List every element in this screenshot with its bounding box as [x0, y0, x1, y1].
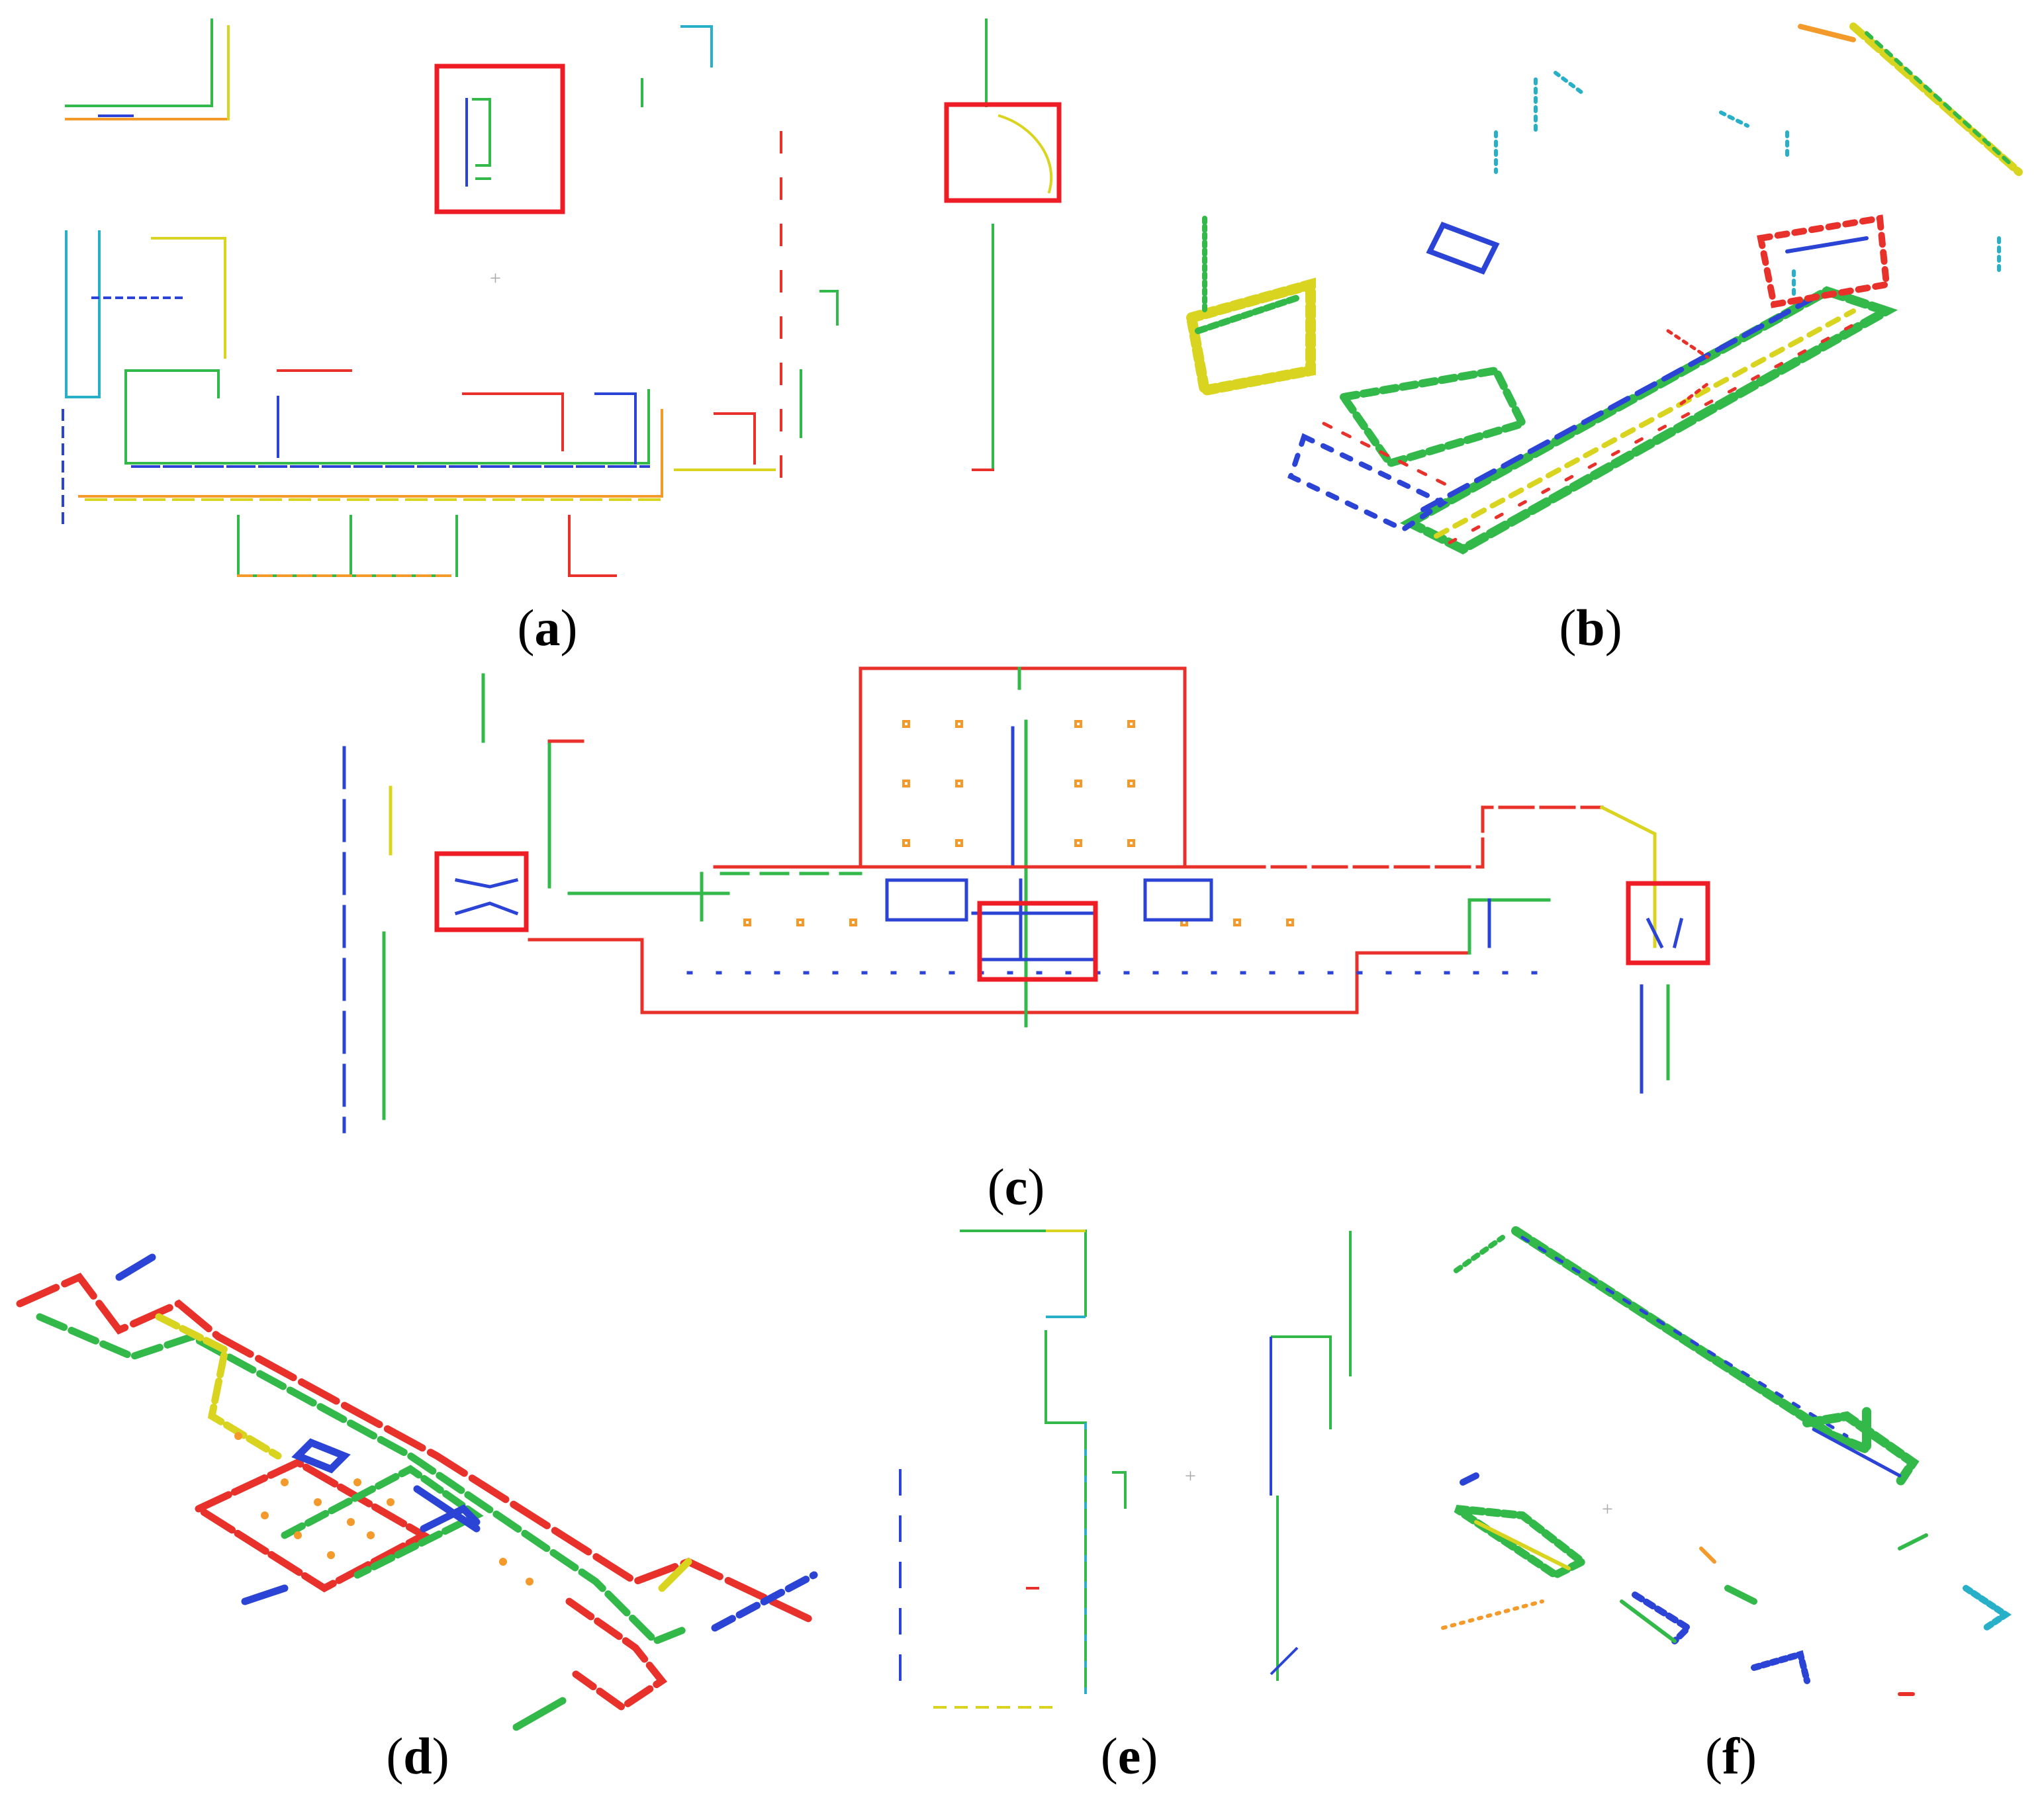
panel-b	[1125, 0, 2044, 596]
panel-b-point-cloud	[1185, 22, 2023, 555]
panel-c-highlight-box-3	[1626, 881, 1710, 965]
panel-a-highlight-box-2	[944, 102, 1062, 203]
panel-d-point-cloud	[16, 1253, 818, 1731]
panel-f-origin-mark: +	[1602, 1498, 1613, 1520]
panel-e-point-cloud: +	[899, 1230, 1352, 1709]
panel-c-highlight-box-2	[977, 901, 1098, 982]
panel-e-origin-mark: +	[1185, 1465, 1196, 1487]
panel-d	[0, 1218, 834, 1731]
panel-e: +	[887, 1218, 1377, 1727]
panel-a-highlight-box-1	[434, 64, 565, 214]
panel-f-point-cloud: +	[1441, 1226, 2012, 1696]
caption-b: (b)	[1559, 599, 1622, 656]
panel-a: +	[0, 0, 1086, 596]
panel-c-highlight-box-1	[434, 851, 529, 932]
caption-c: (c)	[987, 1158, 1045, 1216]
panel-c	[304, 655, 1761, 1158]
panel-f: +	[1436, 1218, 2044, 1727]
caption-f: (f)	[1705, 1727, 1757, 1785]
panel-a-origin-mark: +	[490, 267, 501, 289]
caption-a: (a)	[517, 599, 578, 656]
caption-e: (e)	[1100, 1727, 1158, 1785]
panel-a-point-cloud: +	[62, 19, 1062, 577]
caption-d: (d)	[386, 1727, 449, 1785]
panel-c-point-cloud	[342, 666, 1710, 1134]
